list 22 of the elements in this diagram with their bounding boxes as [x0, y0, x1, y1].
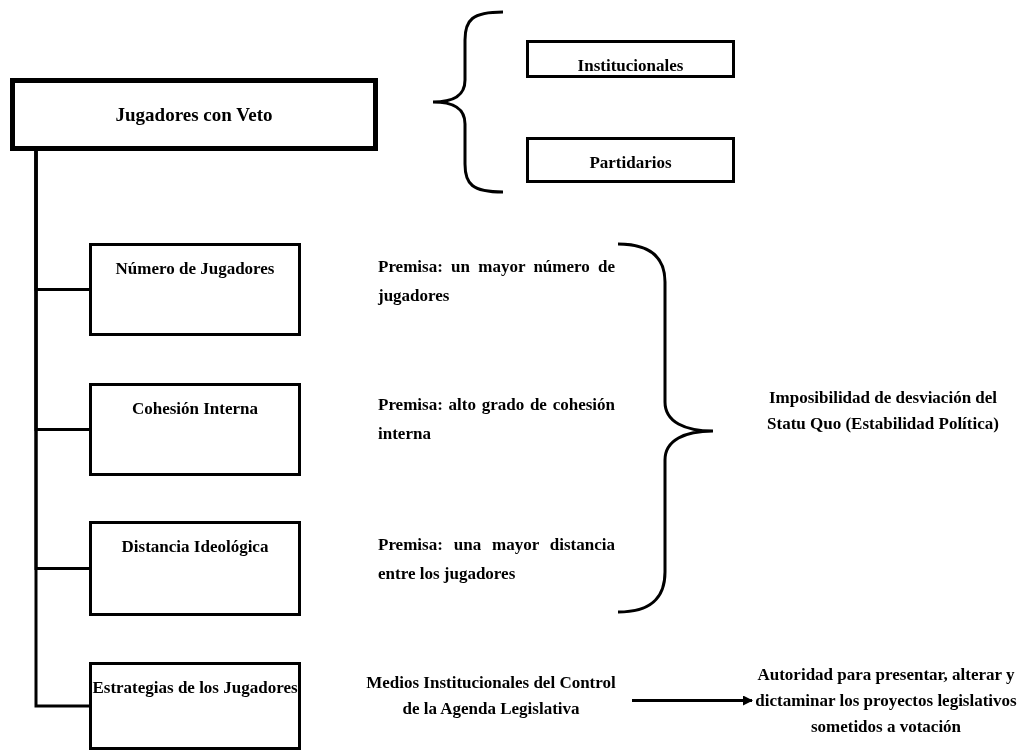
premise-text: Premisa: una mayor distancia entre los jugadores	[378, 535, 615, 583]
box-label: Institucionales	[577, 55, 684, 77]
outcome-text: Autoridad para presentar, alterar y dictaminar los proyectos legislativos sometidos a votación	[754, 663, 1018, 738]
premise-text: Premisa: alto grado de cohesión interna	[378, 395, 615, 443]
category-box	[89, 383, 301, 476]
outcome-text: Imposibilidad de desviación del Statu Quo (Estabilidad Política)	[766, 387, 1000, 435]
box-label: Partidarios	[589, 152, 672, 174]
box-label: Jugadores con Veto	[115, 102, 273, 127]
arrow	[632, 695, 753, 706]
category-box	[526, 40, 735, 78]
box-label: Número de Jugadores	[115, 258, 275, 280]
category-box	[89, 243, 301, 336]
category-box	[89, 521, 301, 616]
connector-line	[34, 151, 89, 708]
box-label: Cohesión Interna	[131, 398, 259, 420]
box-label: Distancia Ideológica	[121, 536, 269, 558]
title-box	[10, 78, 378, 151]
box-label: Estrategias de los Jugadores	[92, 677, 298, 699]
category-box	[526, 137, 735, 183]
outcome-text: Medios Institucionales del Control de la Agenda Legislativa	[365, 672, 617, 720]
category-box	[89, 662, 301, 750]
premise-text: Premisa: un mayor número de jugadores	[378, 257, 615, 305]
